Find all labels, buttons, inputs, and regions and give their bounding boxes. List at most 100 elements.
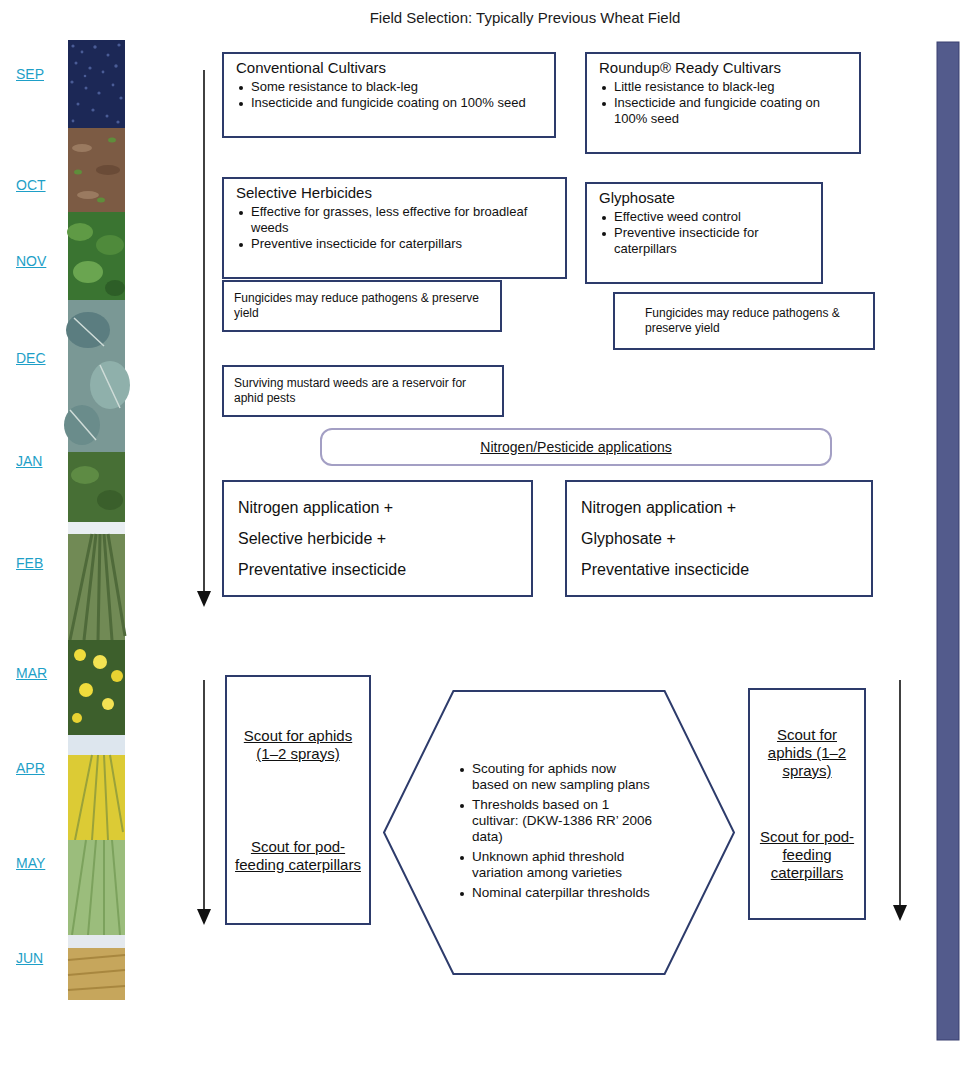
seed-speckles: [102, 71, 105, 74]
box-text: Scout for pod-feeding caterpillars: [234, 838, 362, 874]
text-row: Surviving mustard weeds are a reservoir …: [234, 376, 492, 406]
bullet-dot: [460, 804, 464, 808]
bullet-text: Scouting for aphids now based on new sam…: [472, 761, 655, 793]
text-row: Effective weed control: [599, 209, 811, 225]
text-row: Some resistance to black-leg: [236, 79, 544, 95]
text-row: Selective herbicide +: [238, 529, 517, 548]
month-label: NOV: [16, 253, 46, 269]
box-text: Nitrogen/Pesticide applications: [480, 439, 671, 455]
crop-photo-strip: [111, 670, 123, 682]
text-row: Fungicides may reduce pathogens & preser…: [234, 291, 490, 321]
text-row: Nitrogen application +: [581, 498, 857, 517]
crop-photo-strip: [68, 955, 125, 990]
text-row: Scouting for aphids now based on new sam…: [457, 761, 655, 793]
crop-photo-strip: [68, 935, 125, 948]
text-row: Insecticide and fungicide coating on 100…: [599, 95, 849, 127]
bullet-dot: [239, 102, 243, 106]
crop-photo-strip: [96, 235, 124, 255]
bullet-text: Unknown aphid threshold variation among …: [472, 849, 655, 881]
month-label: JAN: [16, 453, 42, 469]
text-row: Roundup® Ready Cultivars: [599, 59, 849, 79]
text-row: Little resistance to black-leg: [599, 79, 849, 95]
seed-speckles: [106, 115, 109, 118]
seed-speckles: [70, 80, 73, 83]
month-label: MAY: [16, 855, 45, 871]
application-box: Nitrogen application + Selective herbicid…: [222, 480, 533, 597]
crop-photo-strip: [68, 735, 125, 755]
text-row: Nominal caterpillar thresholds: [457, 885, 655, 901]
seed-speckles: [88, 66, 91, 69]
box-heading: Selective Herbicides: [236, 184, 372, 201]
crop-photo-strip: [68, 522, 125, 534]
box-text: Scout for pod-feeding caterpillars: [757, 828, 857, 882]
seed-speckles: [117, 43, 120, 46]
box-text: Scout for aphids (1–2 sprays): [757, 726, 857, 780]
month-label: SEP: [16, 66, 44, 82]
crop-photo-strip: [102, 698, 114, 710]
scouting-box: Scout for aphids (1–2 sprays) Scout for p…: [748, 688, 866, 920]
crop-photo-strip: [97, 490, 123, 510]
side-bar: [937, 42, 959, 1040]
side-bar: [937, 42, 959, 1040]
seed-speckles: [84, 75, 87, 78]
bullet-text: Thresholds based on 1 cultivar: (DKW-138…: [472, 797, 655, 845]
crop-photo-strip: [64, 40, 130, 1000]
seed-speckles: [97, 91, 100, 94]
box-text: Nitrogen application +: [581, 498, 736, 517]
bullet-text: Preventive insecticide for caterpillars: [614, 225, 811, 257]
timeline-arrow: [899, 680, 901, 906]
node-content: Roundup® Ready CultivarsLittle resistanc…: [599, 59, 849, 145]
seed-speckles: [81, 51, 84, 54]
cultivar-box: Conventional CultivarsSome resistance to…: [222, 52, 556, 138]
bullet-text: Preventive insecticide for caterpillars: [251, 236, 462, 252]
box-text: Surviving mustard weeds are a reservoir …: [234, 376, 492, 406]
crop-photo-strip: [73, 261, 103, 283]
box-heading: Glyphosate: [599, 189, 675, 206]
crop-photo-strip: [68, 452, 125, 522]
crop-photo-strip: [68, 755, 125, 840]
box-text: Preventative insecticide: [581, 560, 749, 579]
text-row: Preventative insecticide: [238, 560, 517, 579]
note-box: Fungicides may reduce pathogens & preser…: [613, 292, 875, 350]
crop-photo-strip: [105, 280, 125, 296]
crop-photo-strip: [68, 534, 125, 640]
crop-photo-strip: [68, 840, 125, 935]
bullet-dot: [239, 243, 243, 247]
month-label: MAR: [16, 665, 47, 681]
crop-photo-strip: [93, 655, 107, 669]
crop-photo-strip: [66, 312, 110, 348]
application-box: Nitrogen application +Glyphosate +Preven…: [565, 480, 873, 597]
month-label: DEC: [16, 350, 46, 366]
bullet-dot: [460, 856, 464, 860]
crop-photo-strip: [68, 128, 125, 212]
seed-speckles: [70, 43, 122, 123]
text-row: Nitrogen application +: [238, 498, 517, 517]
box-text: Fungicides may reduce pathogens & preser…: [234, 291, 490, 321]
seed-speckles: [119, 96, 122, 99]
seed-speckles: [75, 62, 78, 65]
seed-speckles: [93, 45, 96, 48]
node-content: Nitrogen application +Glyphosate +Preven…: [581, 492, 857, 585]
timeline-arrow: [203, 70, 205, 592]
month-label: APR: [16, 760, 45, 776]
node-content: Fungicides may reduce pathogens & preser…: [645, 300, 863, 342]
crop-photo-strip: [70, 534, 125, 640]
hexagon-outline: [383, 690, 735, 975]
crop-photo-strip: [97, 198, 105, 203]
bullet-text: Little resistance to black-leg: [614, 79, 774, 95]
text-row: Preventative insecticide: [581, 560, 857, 579]
bullet-text: Effective weed control: [614, 209, 741, 225]
text-row: Scout for aphids (1–2 sprays): [234, 727, 362, 763]
text-row: Effective for grasses, less effective fo…: [236, 204, 555, 236]
scouting-box: Scout for aphids (1–2 sprays) Scout for p…: [225, 675, 371, 925]
bullet-text: Nominal caterpillar thresholds: [472, 885, 650, 901]
crop-photo-strip: [108, 138, 116, 143]
crop-photo-strip: [75, 755, 123, 840]
bullet-text: Some resistance to black-leg: [251, 79, 418, 95]
note-box: Surviving mustard weeds are a reservoir …: [222, 365, 504, 417]
crop-photo-strip: [68, 948, 125, 1000]
timeline-arrow: [203, 680, 205, 910]
month-label: FEB: [16, 555, 43, 571]
node-content: Scout for aphids (1–2 sprays) Scout for p…: [757, 702, 857, 906]
node-content: Scout for aphids (1–2 sprays) Scout for p…: [234, 689, 362, 911]
